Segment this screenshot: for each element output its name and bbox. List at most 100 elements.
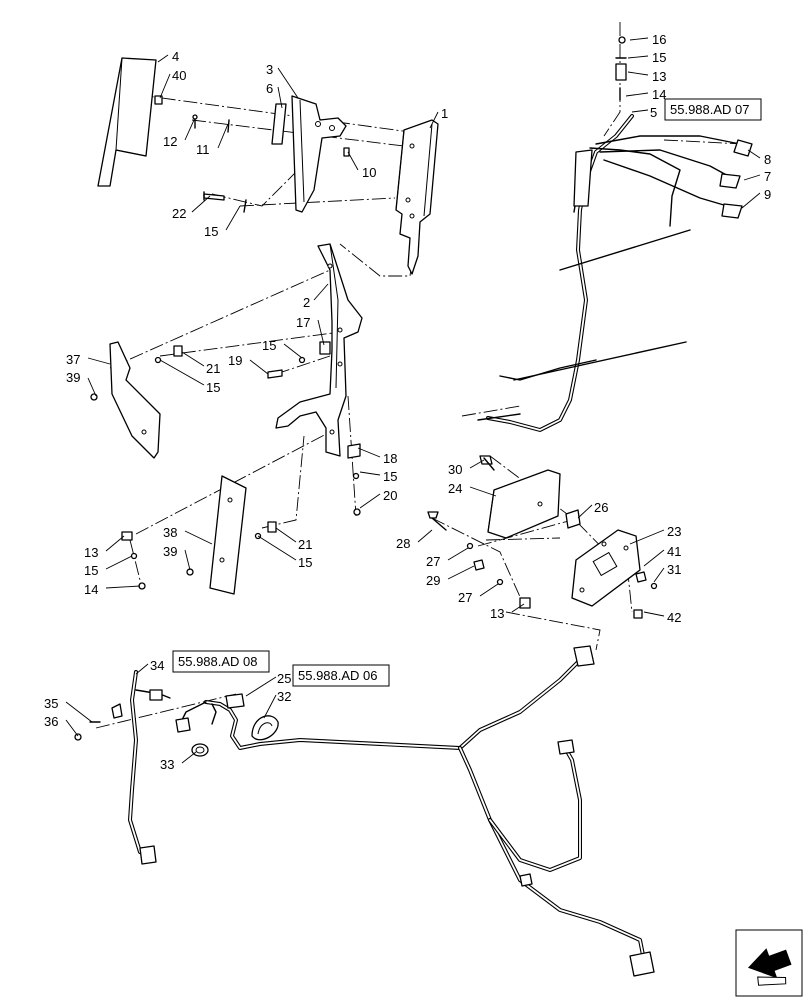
- part-16-cap: [618, 36, 626, 44]
- leader-line: [263, 694, 277, 719]
- part-35-bolt: [89, 703, 123, 723]
- reference-box[interactable]: [664, 98, 762, 121]
- part-30-bolt: [479, 455, 495, 471]
- callout-number: 7: [764, 169, 771, 184]
- leader-line: [747, 149, 761, 159]
- leader-line: [249, 359, 269, 375]
- part-10-clip: [343, 147, 350, 157]
- callout-number: 39: [163, 544, 177, 559]
- leader-line: [625, 92, 649, 97]
- leader-line: [511, 603, 525, 613]
- callout-number: 15: [262, 338, 276, 353]
- part-29-screw: [473, 559, 485, 571]
- callout-number: 5: [650, 105, 657, 120]
- callout-number: 15: [383, 469, 397, 484]
- callout-number: 36: [44, 714, 58, 729]
- reference-label[interactable]: 55.988.AD 08: [178, 654, 258, 669]
- leader-line: [87, 377, 97, 397]
- callout-number: 28: [396, 536, 410, 551]
- callout-number: 35: [44, 696, 58, 711]
- callout-c39b: 39: [163, 544, 191, 571]
- callout-c41: 41: [643, 544, 681, 567]
- assembly-center-lines: [95, 22, 745, 729]
- callout-number: 6: [266, 81, 273, 96]
- ref-55-988-ad-07[interactable]: 55.988.AD 07: [664, 98, 762, 121]
- callout-number: 29: [426, 573, 440, 588]
- callout-number: 11: [196, 142, 210, 157]
- part-15-washer-b: [298, 356, 306, 364]
- callout-number: 39: [66, 370, 80, 385]
- callout-c27a: 27: [426, 547, 469, 569]
- part-24-cover-plate: [487, 469, 561, 539]
- callout-number: 34: [150, 658, 164, 673]
- callout-number: 17: [296, 315, 310, 330]
- callout-number: 22: [172, 206, 186, 221]
- callout-c9: 9: [741, 187, 771, 209]
- callout-c15c: 15: [159, 359, 220, 395]
- leader-line: [159, 359, 205, 386]
- callout-c12: 12: [163, 119, 195, 149]
- callout-number: 13: [652, 69, 666, 84]
- callout-c40: 40: [159, 68, 186, 99]
- callout-number: 2: [303, 295, 310, 310]
- leader-line: [245, 676, 277, 697]
- callout-number: 12: [163, 134, 177, 149]
- part-20-nut: [353, 508, 361, 516]
- callout-number: 16: [652, 32, 666, 47]
- leader-line: [135, 663, 149, 675]
- ref-55-988-ad-06[interactable]: 55.988.AD 06: [292, 664, 390, 687]
- part-7-sensor: [719, 173, 741, 189]
- callout-c20: 20: [359, 488, 397, 509]
- part-13-connector-b: [615, 63, 627, 81]
- callout-c24: 24: [448, 481, 497, 497]
- leader-line: [629, 529, 665, 545]
- next-page-arrow-icon[interactable]: [735, 929, 803, 997]
- callout-c19: 19: [228, 353, 269, 375]
- callout-c13a: 13: [84, 535, 125, 560]
- callout-number: 15: [298, 555, 312, 570]
- part-28-bolt: [427, 511, 447, 531]
- callout-c31: 31: [653, 562, 681, 583]
- callout-c33: 33: [160, 751, 197, 772]
- leader-line: [469, 459, 485, 469]
- callout-number: 13: [84, 545, 98, 560]
- leader-line: [313, 283, 329, 301]
- callout-number: 15: [206, 380, 220, 395]
- callout-c22: 22: [172, 195, 211, 221]
- leader-line: [359, 471, 381, 476]
- leader-line: [653, 567, 665, 583]
- reference-label[interactable]: 55.988.AD 07: [670, 102, 750, 117]
- reference-label[interactable]: 55.988.AD 06: [298, 668, 378, 683]
- part-15-washer-d: [352, 472, 360, 480]
- callout-number: 37: [66, 352, 80, 367]
- part-21-spacer-b: [267, 521, 277, 533]
- part-17-bushing: [319, 341, 331, 355]
- callout-number: 18: [383, 451, 397, 466]
- part-5-harness: [477, 114, 741, 432]
- callout-number: 25: [277, 671, 291, 686]
- reference-box[interactable]: [292, 664, 390, 687]
- part-27-washer-a: [466, 542, 474, 550]
- callout-number: 14: [84, 582, 98, 597]
- part-4-side-cover: [97, 57, 157, 187]
- ref-55-988-ad-08[interactable]: 55.988.AD 08: [172, 650, 270, 673]
- callout-c15a: 15: [204, 205, 241, 239]
- part-19-screw: [267, 369, 283, 379]
- leader-line: [627, 71, 649, 76]
- leader-line: [105, 555, 133, 570]
- part-26-spacer: [565, 509, 581, 529]
- leader-line: [627, 55, 649, 59]
- callout-c39a: 39: [66, 370, 97, 397]
- leader-line: [469, 486, 497, 497]
- reference-box[interactable]: [172, 650, 270, 673]
- callout-c15e: 15: [257, 535, 312, 570]
- callout-c13c: 13: [490, 603, 525, 621]
- callout-c15b: 15: [262, 338, 303, 359]
- leader-line: [429, 111, 439, 129]
- callout-number: 10: [362, 165, 376, 180]
- callout-number: 8: [764, 152, 771, 167]
- leader-line: [105, 535, 125, 552]
- leader-line: [191, 195, 211, 213]
- callout-c15f: 15: [84, 555, 133, 578]
